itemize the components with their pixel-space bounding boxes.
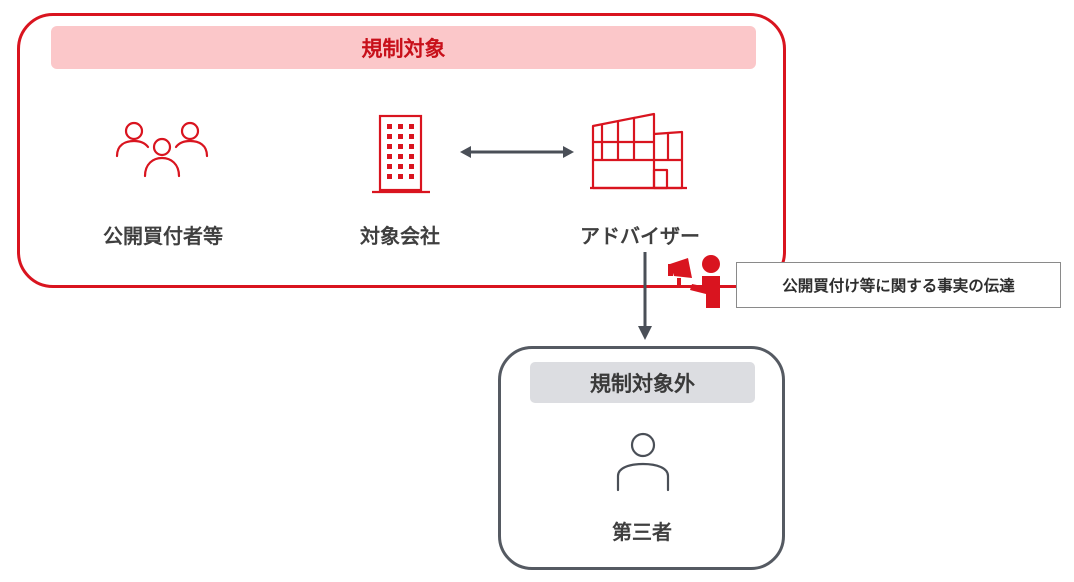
regulated-group-box: [17, 13, 786, 288]
factory-building-icon: [590, 112, 687, 190]
entity-label-third-party: 第三者: [612, 520, 672, 544]
group-people-icon: [115, 121, 209, 178]
megaphone-person-icon: [668, 255, 720, 308]
down-arrow: [638, 252, 652, 340]
entity-label-tender-offeror: 公開買付者等: [103, 224, 223, 248]
entity-label-advisor: アドバイザー: [580, 224, 700, 248]
outside-regulation-group-box: [498, 346, 785, 570]
person-icon: [616, 432, 670, 492]
entity-label-target-company: 対象会社: [360, 224, 440, 248]
regulated-title: 規制対象: [51, 26, 756, 69]
outside-regulation-title: 規制対象外: [530, 362, 755, 403]
callout-fact-transmission: 公開買付け等に関する事実の伝達: [736, 262, 1061, 308]
bidirectional-arrow: [460, 146, 574, 158]
office-building-icon: [372, 114, 430, 194]
